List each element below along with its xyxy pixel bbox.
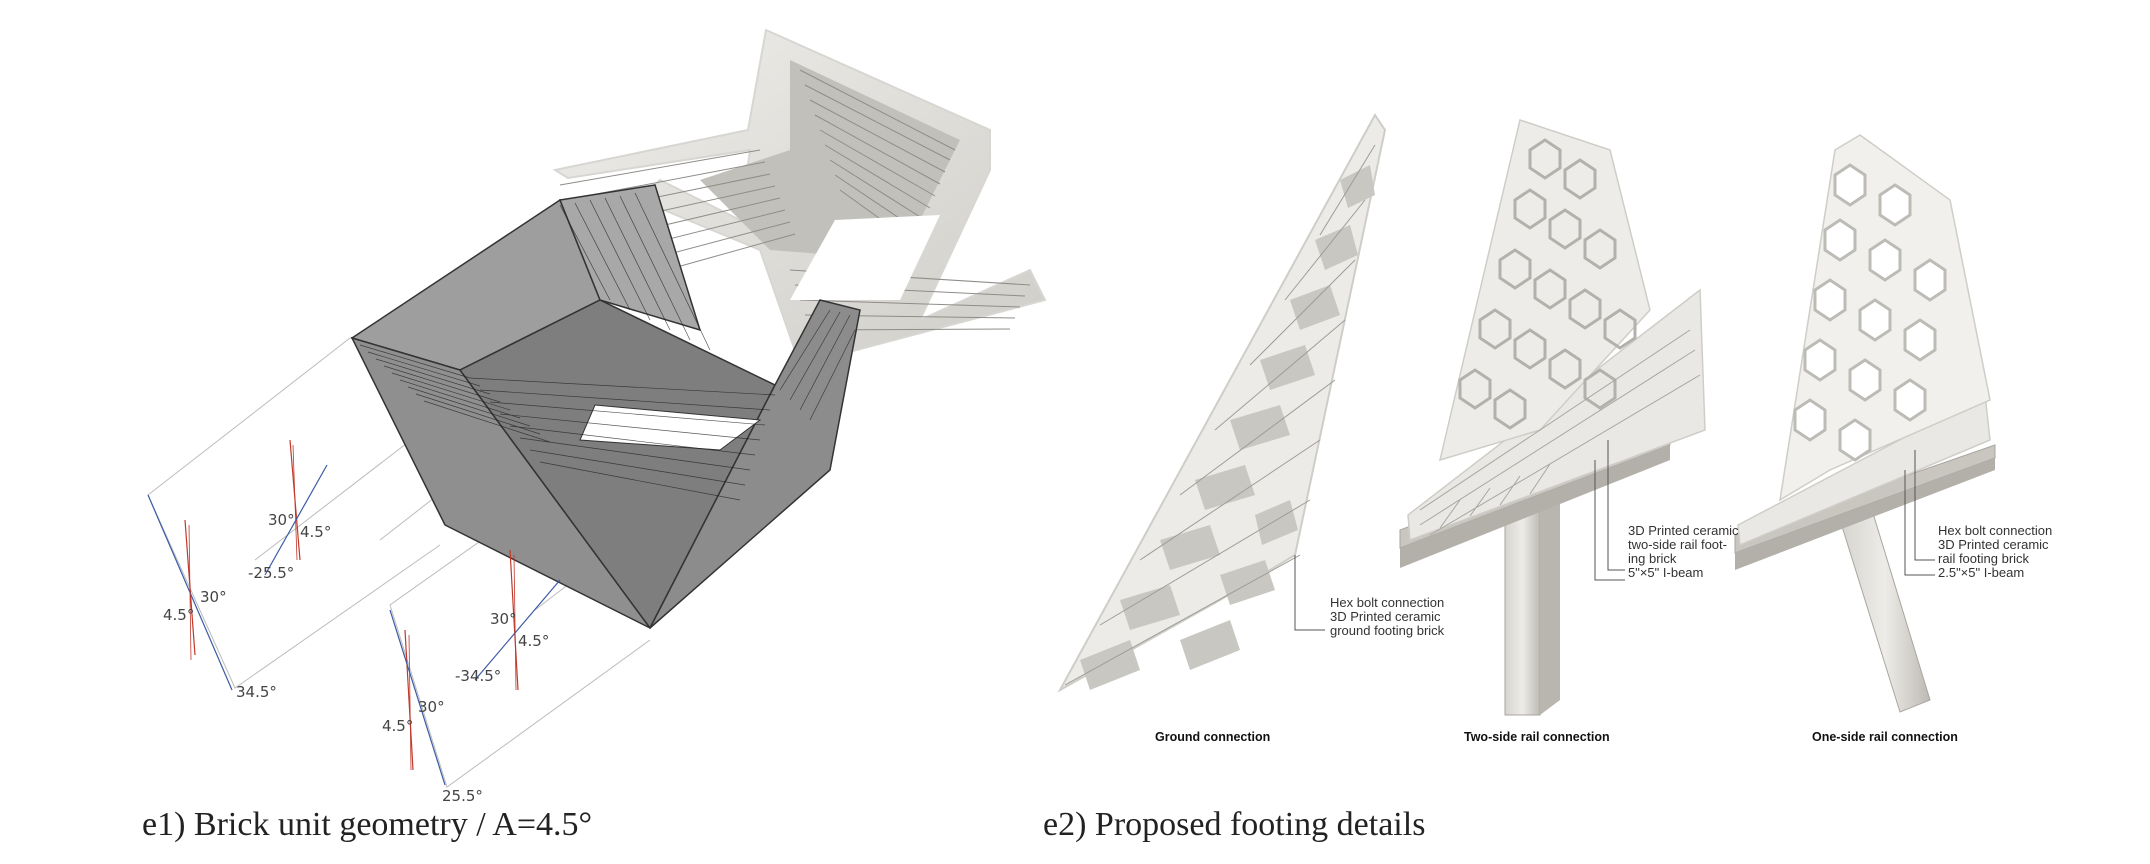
note-text: Hex bolt connection	[1938, 523, 2052, 538]
ground-connection-label: Ground connection	[1155, 730, 1270, 744]
angle-label: 30°	[268, 511, 295, 529]
hex-openings	[1793, 163, 1947, 462]
note-text: ing brick	[1628, 551, 1677, 566]
note-text: 3D Printed ceramic	[1330, 609, 1441, 624]
angle-label: 4.5°	[518, 632, 549, 650]
ruling-lines	[359, 192, 856, 501]
one-side-rail-detail	[1734, 134, 1996, 713]
ground-connection-detail	[1057, 113, 1387, 693]
note-text: two-side rail foot-	[1628, 537, 1727, 552]
note-text: 5"×5" I-beam	[1628, 565, 1703, 580]
angle-label: 34.5°	[236, 683, 277, 701]
leader-lines	[1294, 440, 1935, 631]
layer-lines	[559, 69, 1031, 331]
one-side-notes: Hex bolt connection 3D Printed ceramic r…	[1938, 523, 2052, 580]
two-side-rail-detail	[1399, 119, 1706, 716]
angle-label: 30°	[490, 610, 517, 628]
note-text: 2.5"×5" I-beam	[1938, 565, 2024, 580]
angle-label: -25.5°	[248, 564, 294, 582]
angle-gizmo-3	[474, 549, 561, 691]
note-text: 3D Printed ceramic	[1628, 523, 1739, 538]
angle-gizmo-2	[147, 494, 233, 691]
two-side-rail-label: Two-side rail connection	[1464, 730, 1610, 744]
hex-lattice	[1458, 138, 1637, 430]
angle-label: 4.5°	[382, 717, 413, 735]
angle-label: 4.5°	[300, 523, 331, 541]
note-text: 3D Printed ceramic	[1938, 537, 2049, 552]
angle-gizmo-4	[389, 609, 446, 786]
angle-label: 30°	[200, 588, 227, 606]
angle-gizmo-1	[264, 439, 328, 576]
caption-e2: e2) Proposed footing details	[1043, 806, 1426, 843]
caption-e1: e1) Brick unit geometry / A=4.5°	[142, 806, 593, 843]
two-side-notes: 3D Printed ceramic two-side rail foot- i…	[1628, 523, 1739, 580]
ground-notes: Hex bolt connection 3D Printed ceramic g…	[1330, 595, 1445, 638]
ground-brick-cells	[1080, 165, 1375, 690]
angle-label: 4.5°	[163, 606, 194, 624]
note-text: rail footing brick	[1938, 551, 2030, 566]
brick-unit-drawing: 30° 4.5° -25.5° 4.5° 30° 34.5° 30° 4.5° …	[147, 28, 1047, 805]
note-text: ground footing brick	[1330, 623, 1445, 638]
printed-wall-mass	[552, 28, 1047, 367]
ruled-surface	[350, 184, 861, 630]
angle-label: -34.5°	[455, 667, 501, 685]
one-side-rail-label: One-side rail connection	[1812, 730, 1958, 744]
note-text: Hex bolt connection	[1330, 595, 1444, 610]
angle-label: 25.5°	[442, 787, 483, 805]
angle-label: 30°	[418, 698, 445, 716]
